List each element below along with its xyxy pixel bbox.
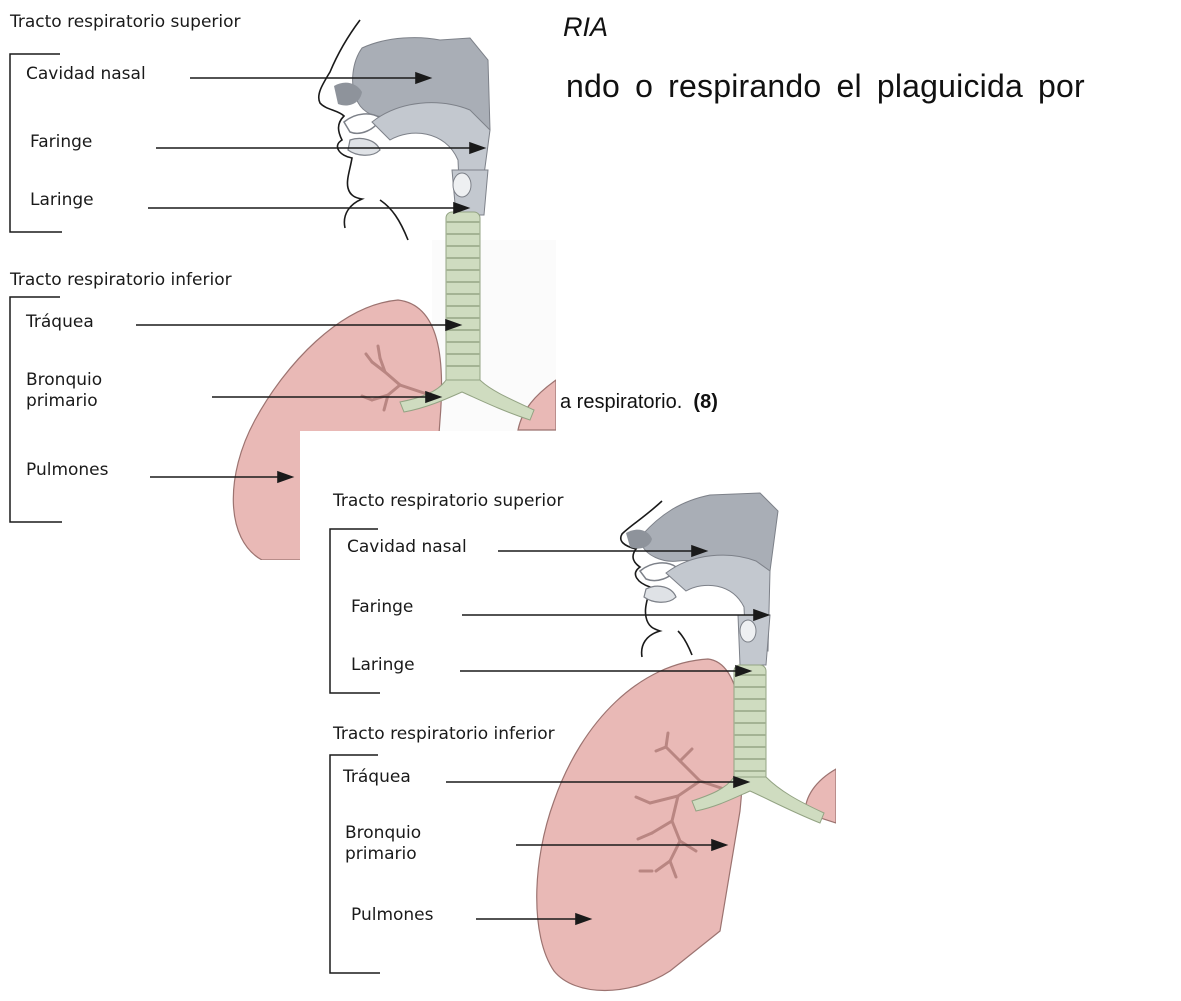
label-pharynx: Faringe	[30, 132, 92, 153]
respiratory-diagram-bottom: Tracto respiratorio superior Cavidad nas…	[300, 431, 836, 1001]
label-nasal-cavity: Cavidad nasal	[347, 537, 467, 558]
tongue-icon	[348, 138, 380, 155]
label-nasal-cavity: Cavidad nasal	[26, 64, 146, 85]
upper-tract-heading: Tracto respiratorio superior	[333, 491, 564, 512]
label-trachea: Tráquea	[26, 312, 94, 333]
document-title-fragment: RIA	[563, 12, 608, 43]
document-body-line: ndo o respirando el plaguicida por	[566, 68, 1085, 105]
label-trachea: Tráquea	[343, 767, 411, 788]
caption-reference: (8)	[693, 391, 717, 413]
label-primary-bronchus: Bronquio primario	[345, 823, 445, 865]
label-pharynx: Faringe	[351, 597, 413, 618]
label-lungs: Pulmones	[351, 905, 434, 926]
document-caption: a respiratorio. (8)	[560, 391, 718, 414]
lower-tract-heading: Tracto respiratorio inferior	[333, 724, 555, 745]
label-larynx: Laringe	[30, 190, 94, 211]
larynx-opening-icon	[740, 620, 756, 642]
larynx-opening-icon	[453, 173, 471, 197]
upper-tract-heading: Tracto respiratorio superior	[10, 12, 241, 33]
caption-text: a respiratorio.	[560, 391, 682, 413]
label-primary-bronchus: Bronquio primario	[26, 370, 126, 412]
label-lungs: Pulmones	[26, 460, 109, 481]
label-larynx: Laringe	[351, 655, 415, 676]
lower-tract-heading: Tracto respiratorio inferior	[10, 270, 232, 291]
